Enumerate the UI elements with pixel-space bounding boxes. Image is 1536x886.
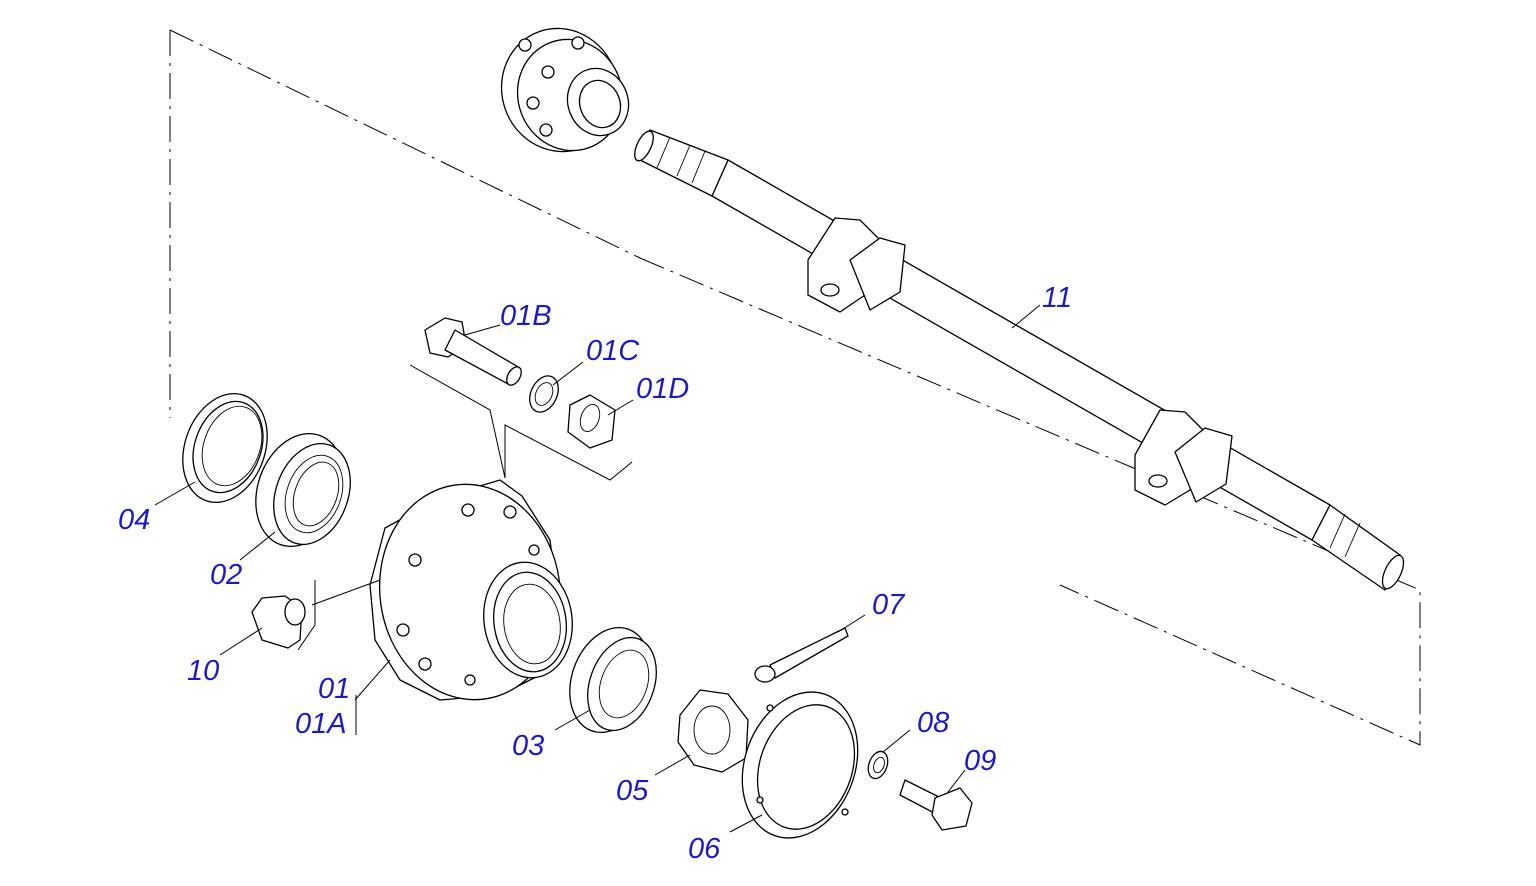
seal-ring [182,392,268,504]
callout-10: 10 [187,655,219,687]
callout-07: 07 [872,589,906,621]
bolt-washer [529,375,559,413]
callout-03: 03 [512,730,544,762]
callout-05: 05 [616,775,649,807]
callout-11: 11 [1042,282,1072,314]
callout-01: 01 [318,673,350,705]
callout-labels: 04 02 10 01 01A 01B 01C 01D 03 05 06 07 … [118,282,1072,865]
callout-01a: 01A [295,708,347,740]
wheel-hub [369,479,573,701]
grease-plug [251,595,306,649]
axle-beam [634,129,1405,591]
castle-nut [677,689,749,773]
cap-washer [867,750,889,780]
assembled-hub-on-axle [500,27,630,153]
cap-bolt [899,779,973,831]
wheel-bolt [424,317,522,386]
assembly-axis-line [169,29,1421,746]
cotter-pin [754,627,849,683]
callout-08: 08 [917,707,949,739]
leader-lines [154,304,1041,833]
callout-01b: 01B [500,300,552,332]
callout-01d: 01D [636,373,689,405]
outer-bearing [569,626,657,734]
bolt-nut-sleeve [567,394,616,449]
callout-02: 02 [210,559,242,591]
callout-01c: 01C [586,335,640,367]
callout-04: 04 [118,504,150,536]
hub-cap [741,691,859,839]
inner-bearing [255,432,351,548]
callout-09: 09 [964,745,996,777]
bolt-group-bracket [409,364,633,481]
callout-06: 06 [688,833,721,865]
